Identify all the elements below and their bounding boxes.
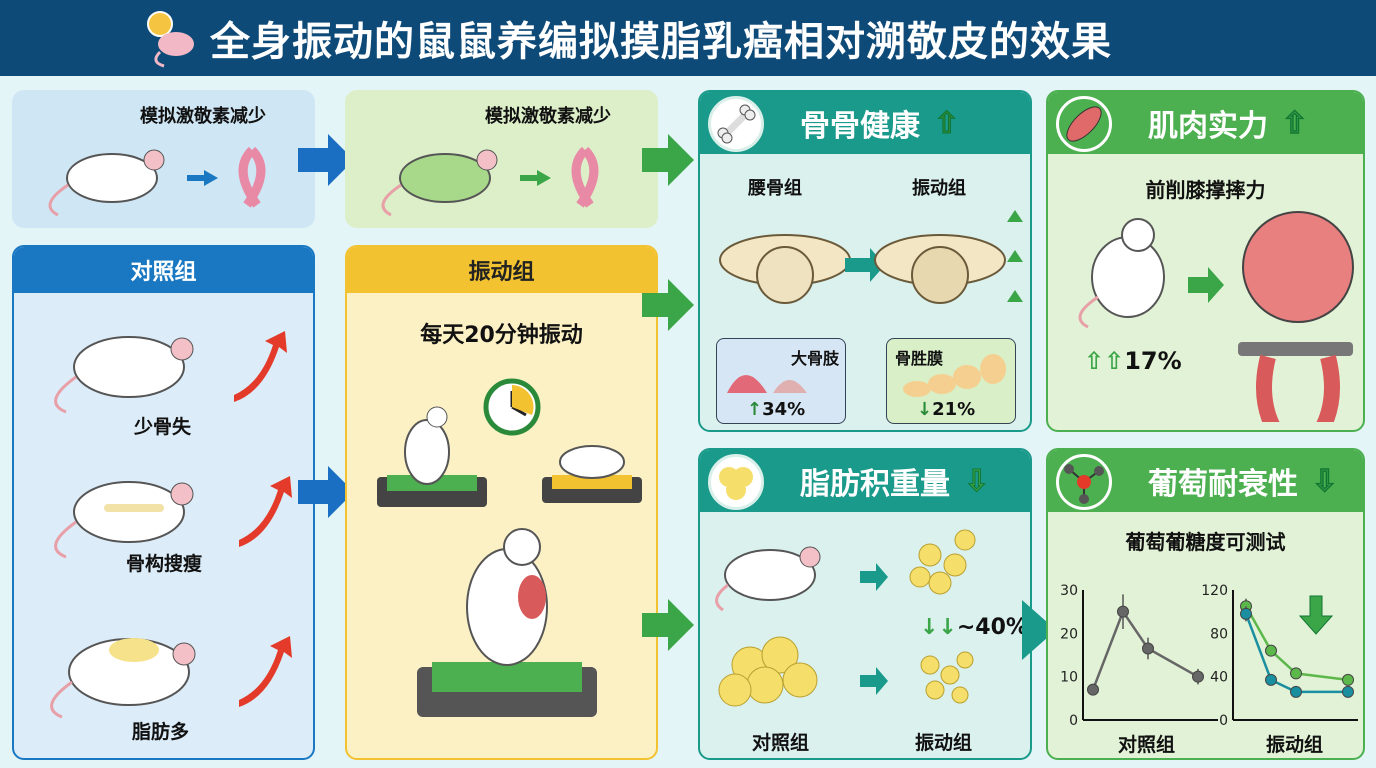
bone-health-panel: 骨骨健康 ⇧ 腰骨组 振动组 大骨肢 ↑34% 骨胜膜 ↓21% [698,90,1032,432]
y-tick-label: 40 [1210,670,1228,686]
arrow-right-icon [1022,600,1056,660]
mouse-logo-icon [147,11,194,68]
data-point [1342,685,1354,698]
osteoblast-label: 骨胜膜 [895,349,944,368]
arrow-down-icon: ↓↓ [920,615,957,640]
data-point [1290,667,1302,680]
vibration-header: 振动组 [347,247,656,293]
fat-header: 脂肪积重量 [800,467,950,502]
data-point [1265,644,1277,657]
series-line [1091,608,1199,691]
osteoblast-value: 21% [932,399,976,420]
ovx-vibration-box: 模拟激敬素减少 [345,90,658,228]
fat-left-label: 对照组 [752,732,810,754]
arrow-down-icon: ⇩ [963,463,990,499]
chart2-xlabel: 振动组 [1266,734,1324,756]
fat-right-label: 振动组 [915,732,973,754]
arrow-down-icon [1298,595,1334,635]
fat-weight-panel: 脂肪积重量 ⇩ ↓↓~40% 对照组 振动组 [698,448,1032,760]
arrow-up-icon: ⇧ [1281,105,1308,142]
arrow-up-icon: ⇧⇧ [1084,347,1125,375]
control-header: 对照组 [14,247,313,293]
data-point [1240,607,1252,620]
title-bar: 全身振动的鼠鼠养编拟摸脂乳癌相对溯敬皮的效果 [0,0,1376,76]
ovx-control-box: 模拟激敬素减少 [12,90,315,228]
arrow-right-icon [642,279,694,331]
osteoblast-box: 骨胜膜 ↓21% [886,338,1016,424]
data-point [1117,605,1129,618]
arrow-right-icon [642,599,694,651]
bone-icon [708,96,764,152]
vertebra-illustration [719,210,1023,304]
glucose-tolerance-panel: 葡萄耐衰性 ⇩ 葡萄葡糖度可测试 0 10 20 30 0 40 80 120 对照组 振动组 [1046,448,1365,760]
data-point [1265,673,1277,686]
data-point [1192,670,1204,683]
page-title: 全身振动的鼠鼠养编拟摸脂乳癌相对溯敬皮的效果 [210,19,1112,65]
muscle-icon [1056,96,1112,152]
fat-cells-icon [708,454,764,510]
fat-cells-illustration [715,529,976,707]
vibration-platform-illustration [377,378,642,717]
data-point [1087,683,1099,696]
osteoblast-cells-icon [903,354,1006,397]
osteoclast-cell-icon [727,375,807,393]
control-item-bone-loss: 少骨失 [134,416,192,438]
molecule-icon [1056,454,1112,510]
arrow-up-icon: ⇧ [933,105,960,141]
chart1-xlabel: 对照组 [1118,734,1176,756]
bone-left-label: 腰骨组 [748,178,802,199]
control-item-fat: 脂肪多 [132,721,190,743]
y-tick-label: 30 [1060,583,1078,599]
control-mice-illustration [50,331,292,719]
y-tick-label: 10 [1060,670,1078,686]
y-tick-label: 0 [1069,713,1078,729]
ovx-label-2: 模拟激敬素减少 [485,106,611,127]
control-group-panel: 对照组 少骨失 骨构搜瘦 脂肪多 [12,245,315,760]
arrow-down-icon: ⇩ [1311,463,1338,500]
data-point [1290,685,1302,698]
data-point [1342,673,1354,686]
arrow-right-icon [298,134,354,186]
control-item-bone-structure: 骨构搜瘦 [126,553,203,575]
fat-value: ~40% [956,615,1028,640]
muscle-value: 17% [1124,347,1182,375]
glucose-subtitle: 葡萄葡糖度可测试 [1125,530,1286,554]
muscle-strength-panel: 肌肉实力 ⇧ 前削膝撑摔力 ⇧⇧17% [1046,90,1365,432]
arrow-right-icon [298,466,354,518]
vibration-group-panel: 振动组 每天20分钟振动 [345,245,658,760]
series-line [1244,605,1349,682]
bone-header: 骨骨健康 [800,109,920,144]
glucose-header: 葡萄耐衰性 [1148,467,1298,502]
arrow-down-icon: ↓ [917,399,933,420]
ovx-label: 模拟激敬素减少 [140,106,266,127]
osteoclast-label: 大骨肢 [790,349,839,368]
osteoclast-value: 34% [762,399,806,420]
bone-right-label: 振动组 [912,178,966,199]
arrow-up-icon: ↑ [747,399,763,420]
osteoclast-box: 大骨肢 ↑34% [716,338,846,424]
data-point [1142,642,1154,655]
muscle-subtitle: 前削膝撑摔力 [1145,178,1266,202]
grip-strength-illustration [1078,211,1354,422]
white-mouse-icon [48,146,266,217]
y-tick-label: 80 [1210,626,1228,642]
vibration-subtitle: 每天20分钟振动 [420,323,583,348]
y-tick-label: 0 [1219,713,1228,729]
green-mouse-icon [381,146,599,217]
muscle-header: 肌肉实力 [1148,109,1268,144]
y-tick-label: 20 [1060,626,1078,642]
glucose-charts: 0 10 20 30 0 40 80 120 [1060,583,1358,729]
y-tick-label: 120 [1201,583,1228,599]
arrow-right-icon [642,134,694,186]
series-line [1244,613,1348,694]
